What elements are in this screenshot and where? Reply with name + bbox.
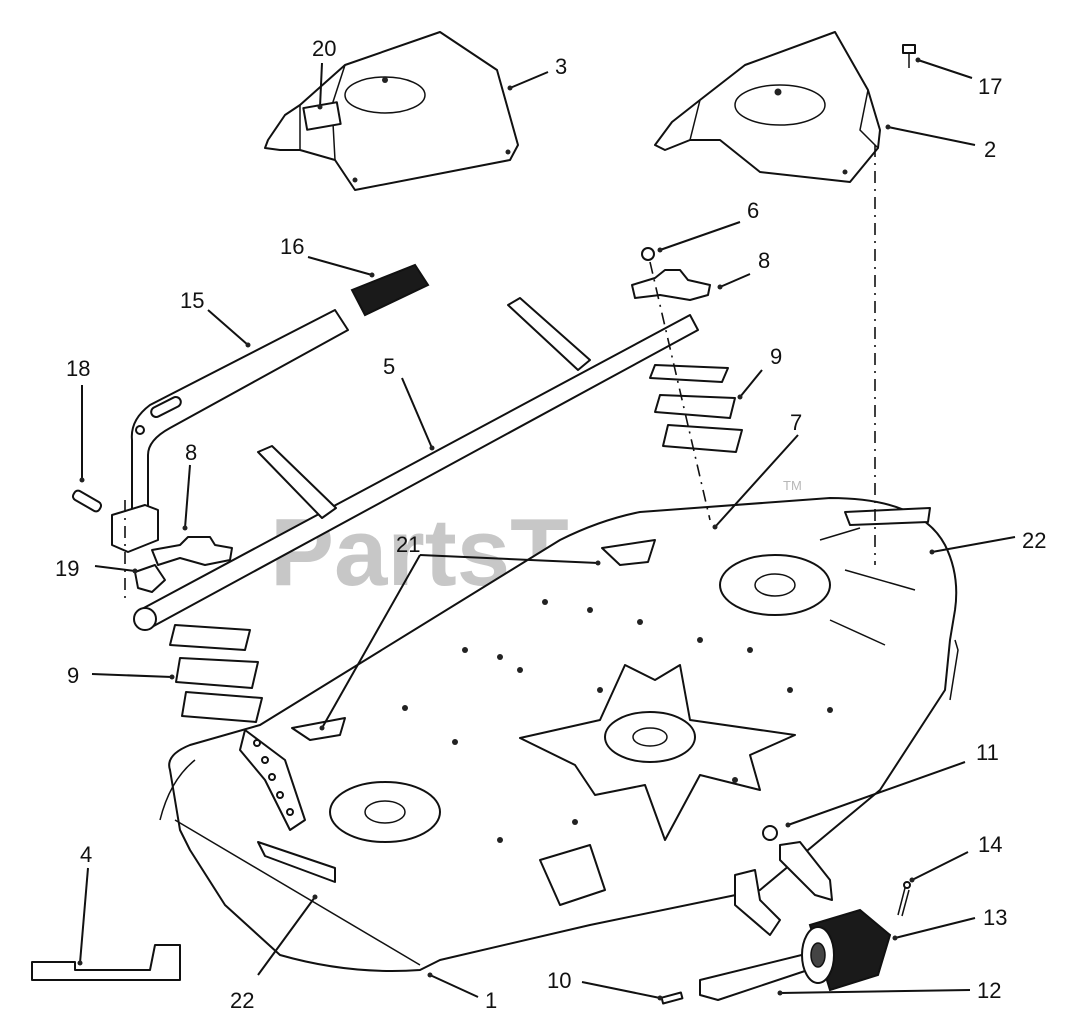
part-16-grip: [350, 263, 430, 317]
callout-3: 3: [555, 54, 567, 79]
callout-9-upper: 9: [770, 344, 782, 369]
callout-20: 20: [312, 36, 336, 61]
part-1-mower-deck: [159, 497, 959, 972]
part-5-lift-shaft: [133, 297, 699, 631]
callout-labels: 20 3 17 2 6 8 16 15 9 18 5 7 8 21 22 19 …: [55, 36, 1046, 1013]
leader-lines: [77, 57, 1016, 1001]
callout-10: 10: [547, 968, 571, 993]
callout-18: 18: [66, 356, 90, 381]
callout-8-lower: 8: [185, 440, 197, 465]
callout-13: 13: [983, 905, 1007, 930]
part-2-belt-cover-right: [654, 31, 881, 183]
part-19-clip: [134, 564, 166, 593]
callout-16: 16: [280, 234, 304, 259]
callout-19: 19: [55, 556, 79, 581]
callout-14: 14: [978, 832, 1002, 857]
part-4-wheel-bracket: [31, 944, 181, 981]
callout-9-lower: 9: [67, 663, 79, 688]
callout-1: 1: [485, 988, 497, 1013]
callout-8-upper: 8: [758, 248, 770, 273]
callout-22-lower: 22: [230, 988, 254, 1013]
assembly-lines: [124, 145, 876, 600]
part-15-handle: [111, 309, 349, 553]
callout-2: 2: [984, 137, 996, 162]
part-13-roller: [801, 908, 892, 992]
callout-12: 12: [977, 978, 1001, 1003]
callout-4: 4: [80, 842, 92, 867]
part-18-pin: [71, 489, 103, 513]
part-3-belt-cover-left: [264, 31, 519, 191]
part-9-shims-lower: [169, 624, 263, 723]
callout-17: 17: [978, 74, 1002, 99]
callout-15: 15: [180, 288, 204, 313]
part-17-bolt: [902, 44, 916, 68]
part-9-shims-upper: [649, 364, 743, 453]
callout-21: 21: [396, 532, 420, 557]
callout-5: 5: [383, 354, 395, 379]
part-6-nut: [641, 247, 655, 261]
part-8-bracket-upper: [631, 269, 711, 301]
part-8-bracket-lower: [151, 536, 233, 566]
callout-7: 7: [790, 410, 802, 435]
callout-11: 11: [976, 740, 999, 765]
callout-6: 6: [747, 198, 759, 223]
part-10-bolt: [660, 991, 684, 1005]
part-14-cotter-pin: [897, 881, 911, 917]
callout-22-upper: 22: [1022, 528, 1046, 553]
part-11-nut: [762, 825, 778, 841]
watermark-trademark: TM: [783, 478, 802, 493]
